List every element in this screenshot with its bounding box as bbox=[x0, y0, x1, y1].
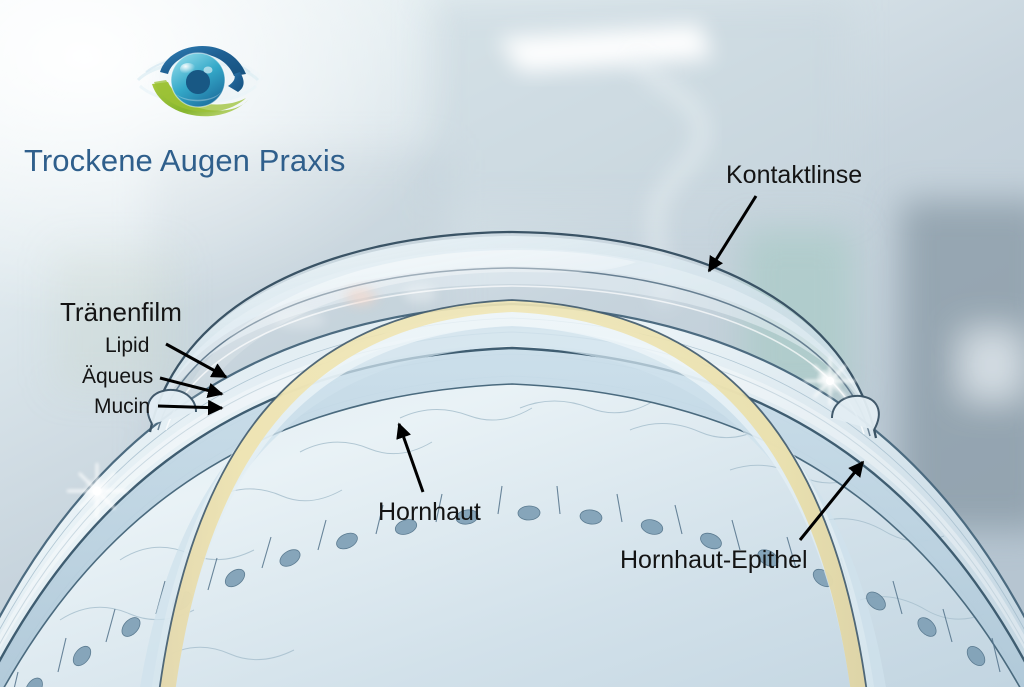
label-aqueus: Äqueus bbox=[82, 365, 154, 388]
left-edge-sparkle bbox=[67, 463, 127, 519]
tear-film-layers bbox=[140, 299, 886, 687]
label-tranenfilm: Tränenfilm bbox=[60, 297, 182, 327]
arrow-hornhaut-epithel bbox=[798, 460, 865, 541]
label-kontaktlinse: Kontaktlinse bbox=[726, 161, 863, 189]
arrow-hornhaut bbox=[396, 422, 425, 493]
edge-sparkles bbox=[67, 357, 856, 519]
label-mucin: Mucin bbox=[94, 395, 151, 418]
lens-apex-warm-highlight bbox=[340, 285, 382, 309]
eye-logo-icon bbox=[132, 45, 264, 117]
bg-cabinet bbox=[900, 200, 1024, 530]
lens-right-sparkle bbox=[815, 369, 833, 387]
label-hornhaut: Hornhaut bbox=[378, 498, 481, 526]
label-lipid: Lipid bbox=[105, 334, 150, 357]
brand-logo bbox=[128, 22, 268, 134]
arrow-lipid bbox=[165, 342, 228, 379]
brand-title: Trockene Augen Praxis bbox=[24, 143, 346, 178]
arrow-mucin bbox=[157, 399, 224, 416]
label-hornhaut-epithel: Hornhaut-Epithel bbox=[620, 546, 808, 574]
arrow-kontaktlinse bbox=[707, 195, 758, 273]
arrow-aqueus bbox=[159, 376, 224, 399]
